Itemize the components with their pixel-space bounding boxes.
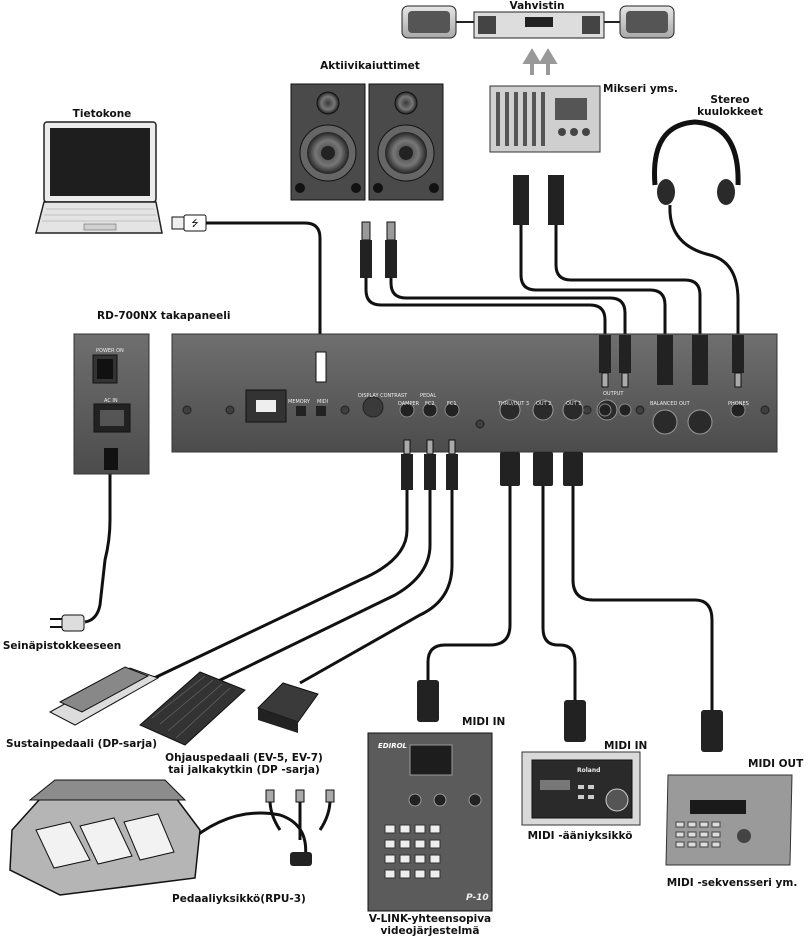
midi-out1-port [562,399,584,421]
midi-sequencer [665,774,793,866]
display-contrast-text: DISPLAY CONTRAST [358,393,408,399]
thru-out3-text: THRU/OUT 3 [498,401,530,407]
midi-thru-cable [426,485,512,680]
damper-jack [399,402,415,418]
midi-in-cable [571,485,714,710]
midi-sound-module [521,751,641,826]
vlink-label-2: videojärjestelmä [380,925,480,937]
laptop: ⭍ [35,121,207,234]
sustain-cable [149,490,409,682]
midi-plug-vlink [417,680,439,722]
fc2-text: FC2 [425,401,435,407]
midi-plug-sound-module [564,700,586,742]
active-speaker-left [290,83,366,201]
active-speakers-label: Aktiivikaiuttimet [320,60,420,72]
vlink-device [367,732,493,912]
headphones-label-2: kuulokkeet [697,106,763,118]
midi-out-label: MIDI OUT [748,758,804,770]
vlink-label-1: V-LINK-yhteensopiva [368,913,492,925]
phones-jack [730,402,746,418]
active-speakers [290,83,444,278]
expression-pedal-label-2: tai jalkakytkin (DP -sarja) [168,764,320,776]
p10-logo: P-10 [466,893,489,903]
wall-outlet-label: Seinäpistokkeeseen [2,640,122,652]
rear-panel-label: RD-700NX takapaneeli [97,310,231,322]
output-text: OUTPUT [603,391,624,397]
active-speaker-right [368,83,444,201]
amplifier-label: Vahvistin [509,0,565,12]
sustain-pedal [48,666,160,726]
rpu3-split-cable [268,799,332,840]
fc1-text: FC1 [447,401,457,407]
usb-memory-port [296,406,306,416]
signal-arrow-icon [538,48,558,75]
sound-module-label: MIDI -ääniyksikkö [527,830,633,842]
expression-pedal-label-1: Ohjauspedaali (EV-5, EV-7) [165,752,323,764]
rear-panel [171,333,778,453]
speaker-cable-left [389,278,627,335]
pedal-text: PEDAL [420,393,437,399]
footswitch-cable [299,490,454,685]
usb-cable [205,221,322,352]
memory-text: MEMORY [288,399,310,405]
headphone-cable [668,204,740,335]
midi-in-label-1: MIDI IN [462,716,506,728]
speaker-cable-right [364,278,607,335]
usb-midi-port [316,406,326,416]
footswitch [257,682,319,733]
balanced-out-l [687,409,713,435]
power-cable [84,470,112,624]
headphones-label-1: Stereo [710,94,750,106]
damper-text: DAMPER [398,401,420,407]
balanced-out-text: BALANCED OUT [650,401,690,407]
mixer-label: Mikseri yms. [603,83,678,95]
mixer-xlr-plugs [513,175,564,225]
usb-icon: ⭍ [191,218,199,229]
expression-cable [209,490,432,687]
mixer [489,85,601,225]
display-contrast-knob [362,396,384,418]
signal-arrow-icon [522,48,542,75]
fc1-jack [444,402,460,418]
midi-out2-port [532,399,554,421]
usb-midi-text: MIDI [317,399,329,405]
power-panel [73,333,150,475]
wall-plug [50,614,85,632]
phones-text: PHONES [728,401,749,407]
balanced-out-r [652,409,678,435]
top-plugs [315,335,744,388]
edirol-logo: EDIROL [378,742,407,750]
out1-text: OUT 1 [566,401,582,407]
mixer-cable-right [554,225,702,335]
midi-plug-sequencer [701,710,723,752]
fc2-jack [422,402,438,418]
computer-label: Tietokone [72,108,132,120]
rpu3-cable [184,811,308,861]
power-text: POWER ON [96,348,124,354]
expression-pedal [139,671,246,746]
speaker-jack-plugs [360,221,397,278]
rpu3-pedal-unit [9,779,335,896]
ac-in-text: AC IN [104,398,118,404]
midi-thru-out3-port [499,399,521,421]
bottom-plugs [401,439,583,490]
cables [84,204,740,861]
sustain-pedal-label: Sustainpedaali (DP-sarja) [6,738,158,750]
out2-text: OUT 2 [536,401,552,407]
rpu3-label: Pedaaliyksikkö(RPU-3) [172,893,306,905]
amplifier-group [401,5,675,75]
usb-plug: ⭍ [171,214,207,232]
headphones [652,119,741,205]
output-r-jack [598,403,612,417]
sequencer-label: MIDI -sekvensseri ym. [666,877,798,889]
roland-logo: Roland [577,767,601,774]
output-l-jack [618,403,632,417]
midi-out-cable [541,485,577,700]
mixer-cable-left [519,225,667,335]
midi-in-label-2: MIDI IN [604,740,648,752]
